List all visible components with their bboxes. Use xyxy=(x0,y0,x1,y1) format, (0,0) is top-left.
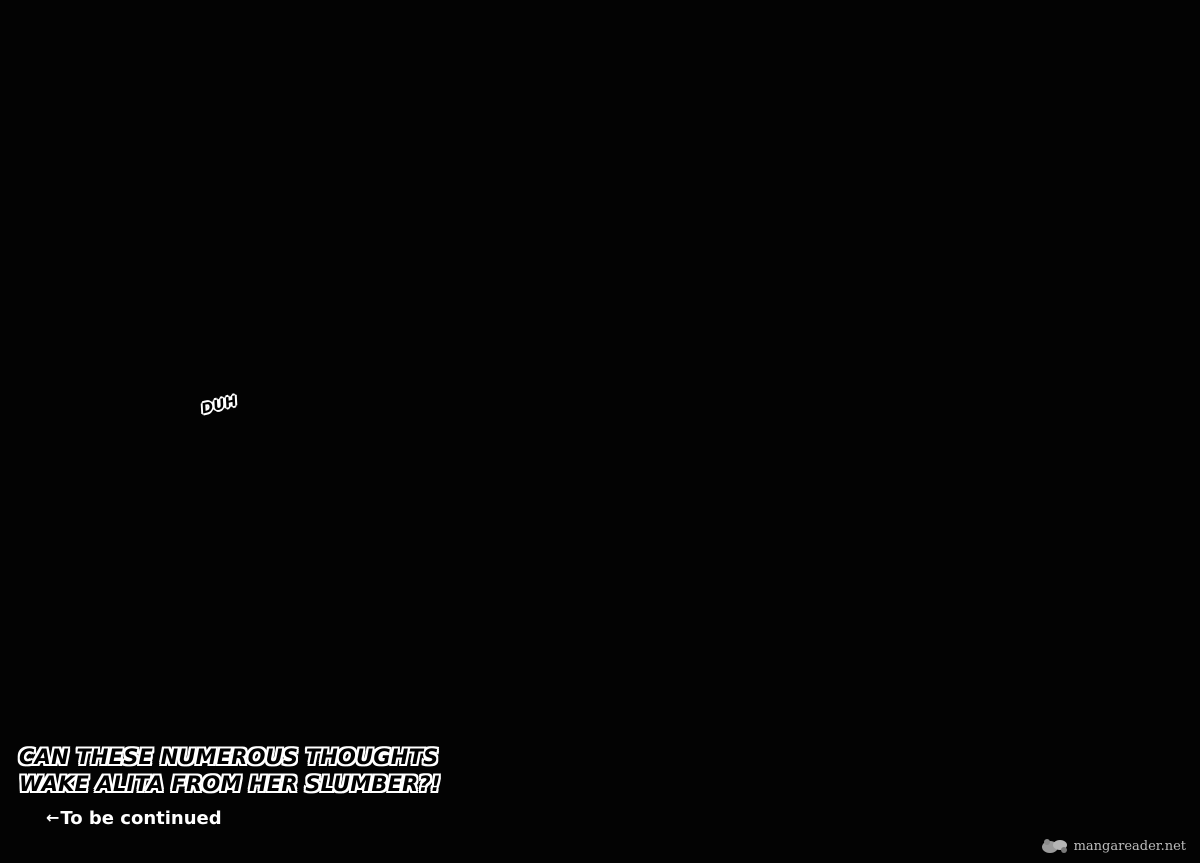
arrow-left-icon: ← xyxy=(46,808,60,827)
watermark: mangareader.net xyxy=(1040,835,1186,857)
caption-line-2: WAKE ALITA FROM HER SLUMBER?! xyxy=(19,772,441,796)
mangareader-logo-icon xyxy=(1041,839,1067,853)
narration-caption: CAN THESE NUMEROUS THOUGHTS WAKE ALITA F… xyxy=(19,744,441,798)
caption-line-1: CAN THESE NUMEROUS THOUGHTS xyxy=(19,745,439,769)
to-be-continued-label: To be continued xyxy=(60,808,222,829)
sound-effect: DUH xyxy=(200,393,240,418)
watermark-text: mangareader.net xyxy=(1073,838,1186,854)
to-be-continued: ←To be continued xyxy=(46,806,222,831)
